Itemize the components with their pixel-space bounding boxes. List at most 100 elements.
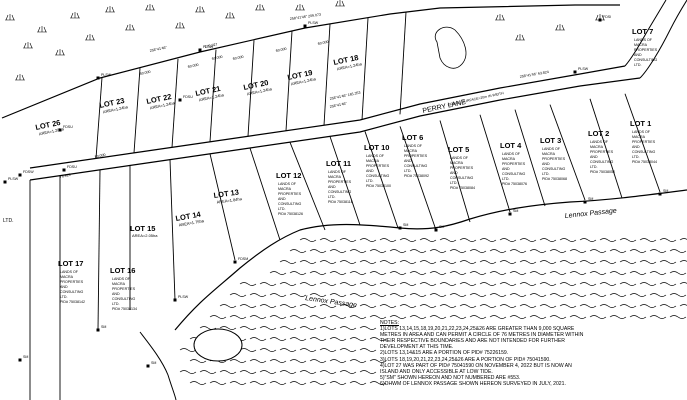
owner-line: PID# 75038050 — [590, 170, 615, 174]
wave-mark — [409, 249, 427, 253]
wave-mark — [369, 337, 387, 341]
water-hatching — [179, 238, 687, 385]
wave-mark — [559, 238, 577, 242]
wave-mark — [259, 282, 277, 286]
tree-symbol — [195, 6, 205, 13]
monument-fdsm: FDSM — [233, 257, 248, 264]
wave-mark — [649, 315, 667, 319]
wave-mark — [669, 271, 687, 275]
wave-mark — [279, 370, 297, 374]
wave-mark — [429, 249, 447, 253]
owner-line: PID# 75038126 — [278, 212, 303, 216]
lot-line — [364, 131, 399, 229]
monument-sm: SM — [583, 197, 593, 204]
bearing-label: 270.927 — [204, 42, 218, 49]
island-outline — [434, 26, 467, 69]
wave-mark — [369, 315, 387, 319]
wave-mark — [429, 271, 447, 275]
wave-mark — [299, 326, 317, 330]
wave-mark — [519, 282, 537, 286]
wave-mark — [419, 260, 437, 264]
wave-mark — [669, 315, 687, 319]
owner-line: AND — [634, 53, 642, 57]
wave-mark — [399, 304, 417, 308]
monument-code: PLSW — [178, 295, 189, 299]
owner-line: CONSULTING — [112, 297, 135, 301]
north-side-lines — [95, 11, 407, 159]
wave-mark — [369, 249, 387, 253]
owner-line: LTD. — [634, 63, 642, 67]
wave-mark — [349, 381, 367, 385]
tree-symbol — [255, 4, 265, 11]
owner-line: CONSULTING — [632, 150, 655, 154]
owner-line: MACRA — [404, 149, 418, 153]
lot-line — [329, 136, 361, 226]
wave-mark — [449, 271, 467, 275]
rear-lot-line — [1, 4, 620, 119]
lot-line — [169, 159, 176, 301]
lot-line — [247, 40, 255, 137]
wave-mark — [309, 315, 327, 319]
owner-line: LTD. — [278, 207, 286, 211]
wave-mark — [649, 249, 667, 253]
owner-line: LTD. — [60, 295, 68, 299]
wave-mark — [239, 304, 257, 308]
lot-area: AREA=1.84ha — [216, 196, 243, 205]
wave-mark — [259, 370, 277, 374]
wave-mark — [539, 282, 557, 286]
wave-mark — [189, 359, 207, 363]
monument-code: FDSU — [63, 125, 73, 129]
wave-mark — [439, 238, 457, 242]
wave-mark — [359, 304, 377, 308]
wave-mark — [629, 293, 647, 297]
wave-mark — [179, 370, 197, 374]
wave-mark — [389, 249, 407, 253]
owner-line: MACRA — [278, 187, 292, 191]
wave-mark — [229, 293, 247, 297]
monument-sm: SM — [18, 355, 28, 362]
wave-mark — [589, 271, 607, 275]
wave-mark — [239, 282, 257, 286]
owner-line: CONSULTING — [366, 174, 389, 178]
tree-symbol — [85, 34, 95, 41]
tree-symbol — [5, 14, 15, 21]
wave-mark — [429, 315, 447, 319]
wave-mark — [409, 315, 427, 319]
bearing-label: 258°41'46" 63.824 — [519, 70, 549, 79]
owner-line: MACRA — [634, 43, 648, 47]
wave-mark — [219, 370, 237, 374]
wave-mark — [379, 282, 397, 286]
wave-mark — [669, 293, 687, 297]
lot-line — [209, 153, 236, 261]
owner-line: CONSULTING — [404, 164, 427, 168]
lot-label: LOT 11 — [326, 159, 351, 168]
wave-mark — [569, 315, 587, 319]
wave-mark — [379, 238, 397, 242]
wave-mark — [589, 249, 607, 253]
wave-mark — [499, 238, 517, 242]
owner-line: AND — [632, 145, 640, 149]
lot-line — [97, 169, 101, 331]
owner-line: MACRA — [542, 152, 556, 156]
lot-area: AREA=1.24ha — [336, 61, 363, 71]
owner-line: MACRA — [590, 145, 604, 149]
owner-line: CONSULTING — [328, 190, 351, 194]
bearing-label: 258°41'46" — [149, 45, 168, 53]
lot-label: LOT 4 — [500, 141, 522, 150]
bearing-label: 258°41'46" 165.353 — [329, 91, 361, 101]
note-line: 6)OHWM OF LENNOX PASSAGE SHOWN HEREON SU… — [380, 380, 566, 387]
owner-line: MACRA — [450, 161, 464, 165]
owner-line: LANDS OF — [590, 140, 609, 144]
lot-label: LOT 13 — [213, 188, 239, 200]
lot-label: LOT 17 — [58, 259, 83, 268]
wave-mark — [269, 315, 287, 319]
lot-area: AREA=1.24ha — [246, 86, 273, 96]
owner-line: LANDS OF — [278, 182, 297, 186]
